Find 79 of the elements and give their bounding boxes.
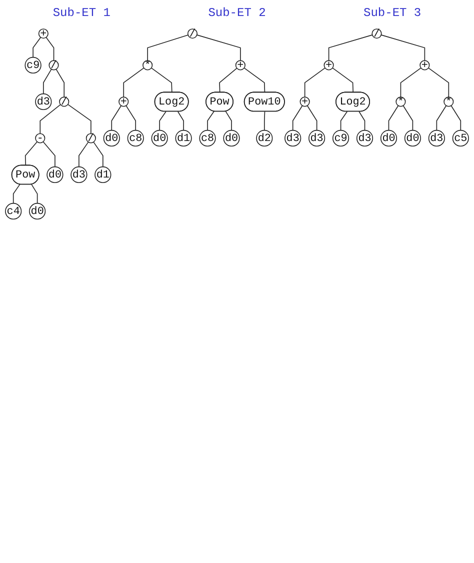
node-circle: c9 — [332, 130, 350, 147]
node-circle: + — [420, 60, 430, 70]
node-circle: d1 — [175, 130, 192, 147]
node-circle: + — [300, 96, 310, 107]
node-circle: d0 — [223, 130, 240, 147]
tree-title: Sub-ET 3 — [364, 6, 422, 20]
node-circle: + — [235, 60, 246, 70]
connector — [450, 105, 462, 131]
connector — [78, 142, 89, 168]
connector — [196, 34, 241, 61]
connector — [340, 111, 348, 131]
connector — [292, 105, 303, 131]
connector — [150, 68, 172, 93]
connector — [400, 68, 422, 98]
node-circle: / — [187, 28, 198, 39]
connector — [207, 111, 214, 131]
node-circle: d0 — [151, 130, 168, 147]
connector — [306, 105, 318, 131]
connector — [43, 68, 52, 94]
node-circle: d3 — [35, 93, 52, 110]
connector — [31, 184, 38, 204]
connector — [32, 36, 42, 58]
node-circle: d0 — [103, 130, 120, 147]
connector — [304, 68, 326, 98]
node-circle: c8 — [127, 130, 144, 147]
connector — [46, 36, 54, 61]
node-circle: d2 — [256, 130, 273, 147]
connector — [332, 68, 354, 93]
connector — [111, 105, 122, 131]
node-circle: d3 — [428, 130, 445, 147]
node-circle: * — [396, 96, 406, 107]
node-circle: + — [118, 96, 129, 107]
connector — [225, 111, 232, 131]
node-circle: d1 — [94, 166, 112, 184]
tree-title: Sub-ET 1 — [52, 6, 110, 20]
connector — [264, 111, 266, 131]
connector — [219, 68, 238, 93]
connector — [68, 104, 92, 134]
tree-title: Sub-ET 2 — [208, 6, 266, 20]
node-circle: d3 — [70, 166, 88, 184]
node-circle: * — [142, 60, 153, 70]
connector — [12, 184, 20, 204]
connector — [159, 111, 166, 131]
node-circle: d0 — [46, 166, 64, 184]
connector — [436, 105, 447, 131]
node-circle: / — [86, 133, 96, 144]
connector — [123, 68, 144, 98]
connector — [93, 142, 104, 168]
node-circle: c4 — [5, 202, 22, 220]
connector — [24, 141, 38, 166]
node-circle: d0 — [29, 202, 46, 220]
connector — [358, 111, 366, 131]
connector — [40, 104, 61, 134]
connector — [428, 68, 450, 98]
connector — [402, 105, 414, 131]
connector — [42, 141, 56, 168]
node-circle: d3 — [284, 130, 302, 147]
node-circle: + — [38, 28, 48, 39]
connector — [388, 105, 399, 131]
node-circle: - — [35, 133, 46, 144]
node-circle: d0 — [380, 130, 398, 147]
node-circle: c9 — [24, 56, 42, 74]
connector — [178, 111, 184, 131]
node-circle: * — [444, 96, 454, 107]
node-circle: d3 — [356, 130, 374, 147]
node-circle: / — [372, 28, 382, 39]
node-circle: / — [59, 96, 70, 107]
connector — [328, 34, 373, 61]
connector — [126, 105, 136, 131]
connector — [380, 34, 426, 61]
node-circle: d0 — [404, 130, 421, 147]
node-circle: c8 — [199, 130, 216, 147]
connector — [56, 68, 65, 98]
node-circle: d3 — [308, 130, 326, 147]
connector — [147, 34, 188, 61]
node-circle: + — [324, 60, 334, 70]
node-circle: / — [48, 60, 59, 70]
connector — [244, 68, 266, 93]
node-circle: c5 — [452, 130, 469, 147]
